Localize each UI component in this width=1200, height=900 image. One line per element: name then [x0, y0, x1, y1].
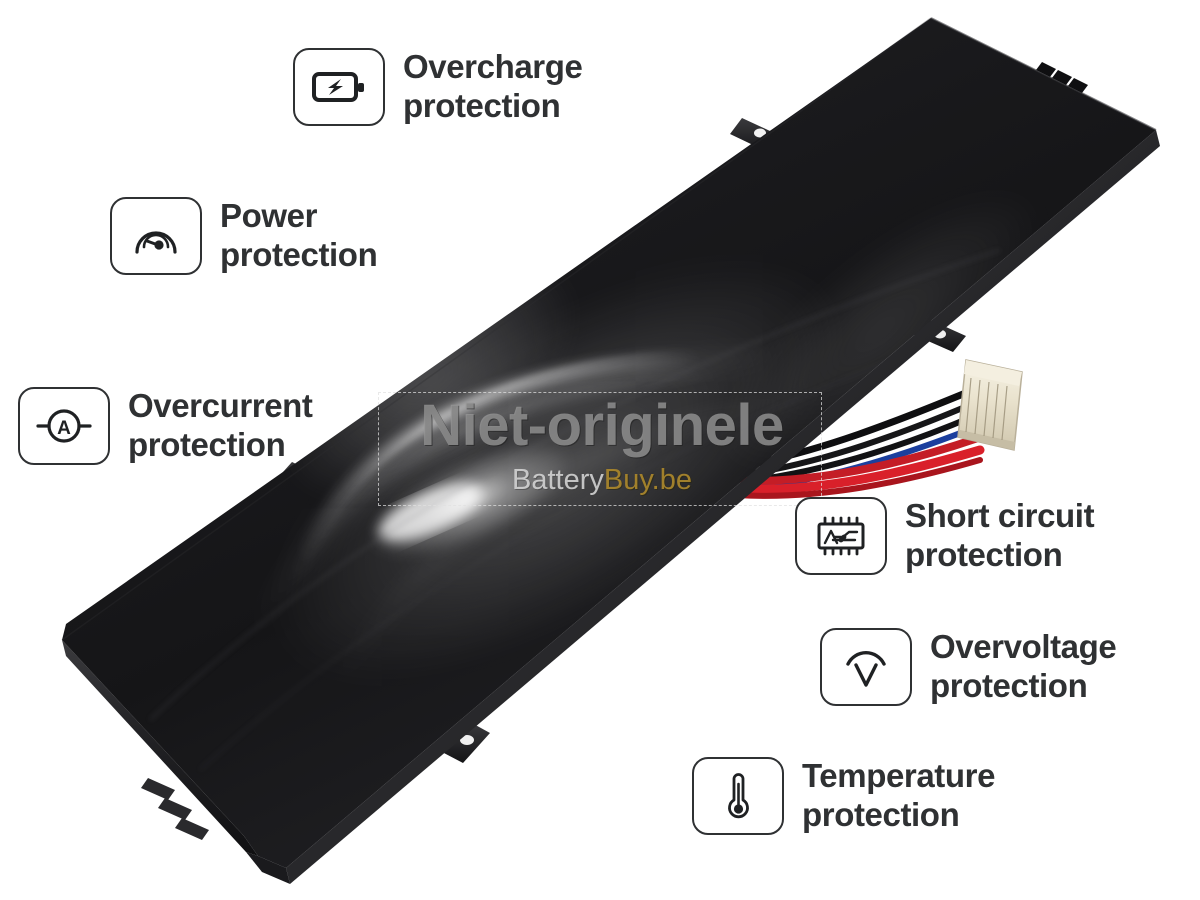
- battery-right-edge: [286, 130, 1160, 884]
- badge-short-circuit: [795, 497, 887, 575]
- feature-short-circuit-label: Short circuit protection: [905, 497, 1095, 575]
- feature-power-line1: Power: [220, 197, 318, 235]
- feature-overvoltage-label: Overvoltage protection: [930, 628, 1117, 706]
- battery-left-edge: [62, 640, 258, 856]
- badge-power: [110, 197, 202, 275]
- feature-temperature-protection: Temperature protection: [692, 757, 995, 835]
- thermometer-icon: [728, 773, 749, 819]
- feature-temperature-line2: protection: [802, 796, 960, 833]
- feature-temperature-label: Temperature protection: [802, 757, 995, 835]
- feature-overcharge-line2: protection: [403, 87, 561, 124]
- feature-overcurrent-line2: protection: [128, 426, 286, 463]
- badge-overvoltage: [820, 628, 912, 706]
- badge-temperature: [692, 757, 784, 835]
- feature-overcharge-label: Overcharge protection: [403, 48, 583, 126]
- voltage-arc-icon: [846, 651, 886, 687]
- battery-connector-plug: [957, 359, 1023, 451]
- feature-overvoltage-line1: Overvoltage: [930, 628, 1117, 666]
- feature-short-circuit-line1: Short circuit: [905, 497, 1095, 535]
- feature-overcurrent-line1: Overcurrent: [128, 387, 313, 425]
- battery-top-notches: [1036, 62, 1088, 93]
- feature-power-protection: Power protection: [110, 197, 378, 275]
- battery-gloss-highlights: [149, 184, 1061, 771]
- battery-contact-fins: [141, 778, 209, 840]
- feature-temperature-line1: Temperature: [802, 757, 996, 795]
- feature-short-circuit-line2: protection: [905, 536, 1063, 573]
- feature-overvoltage-protection: Overvoltage protection: [820, 628, 1117, 706]
- feature-overcurrent-label: Overcurrent protection: [128, 387, 313, 465]
- badge-overcurrent: A: [18, 387, 110, 465]
- battery-bolt-icon: [312, 72, 364, 102]
- feature-overvoltage-line2: protection: [930, 667, 1088, 704]
- feature-power-line2: protection: [220, 236, 378, 273]
- feature-overcharge-protection: Overcharge protection: [293, 48, 583, 126]
- ammeter-icon: A: [36, 409, 92, 443]
- badge-overcharge: [293, 48, 385, 126]
- feature-power-label: Power protection: [220, 197, 378, 275]
- chip-circuit-icon: [817, 516, 865, 556]
- feature-short-circuit-protection: Short circuit protection: [795, 497, 1095, 575]
- svg-text:A: A: [57, 418, 71, 439]
- feature-overcharge-line1: Overcharge: [403, 48, 583, 86]
- feature-overcurrent-protection: A Overcurrent protection: [18, 387, 313, 465]
- gauge-icon: [135, 231, 177, 254]
